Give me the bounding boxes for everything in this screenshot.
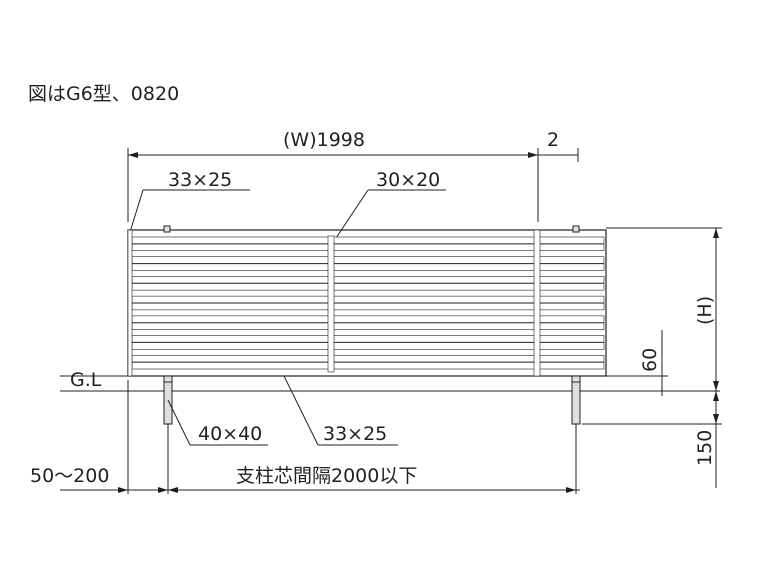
post-spacing-dimension: 支柱芯間隔2000以下 50〜200 (30, 380, 580, 494)
gap-label: 2 (547, 129, 559, 151)
post-label: 40×40 (198, 423, 262, 445)
drawing-caption: 図はG6型、0820 (28, 83, 179, 105)
height-dimension: (H) (606, 227, 722, 488)
mid-post-label: 30×20 (376, 169, 440, 191)
bottom-rail-callout: 33×25 (283, 375, 398, 446)
posts (163, 375, 581, 425)
end-offset-label: 50〜200 (30, 465, 109, 487)
height-label: (H) (694, 296, 716, 325)
ground-label: G.L (70, 369, 102, 391)
mid-post-callout: 30×20 (331, 169, 446, 245)
bottom-clearance-dimension: 60 (606, 330, 668, 396)
post-spacing-label: 支柱芯間隔2000以下 (236, 465, 417, 487)
embed-dimension: 150 (582, 391, 722, 466)
bottom-clear-label: 60 (639, 348, 661, 372)
width-dimension: (W)1998 2 (127, 129, 579, 222)
bottom-rail-label: 33×25 (323, 423, 387, 445)
width-label: (W)1998 (283, 129, 365, 151)
ground-line: G.L (60, 369, 720, 392)
embed-depth-label: 150 (694, 430, 716, 466)
top-rail-callout: 33×25 (129, 169, 250, 233)
top-rail-label: 33×25 (168, 169, 232, 191)
fence-panel (127, 225, 607, 377)
post-callout: 40×40 (167, 399, 268, 446)
